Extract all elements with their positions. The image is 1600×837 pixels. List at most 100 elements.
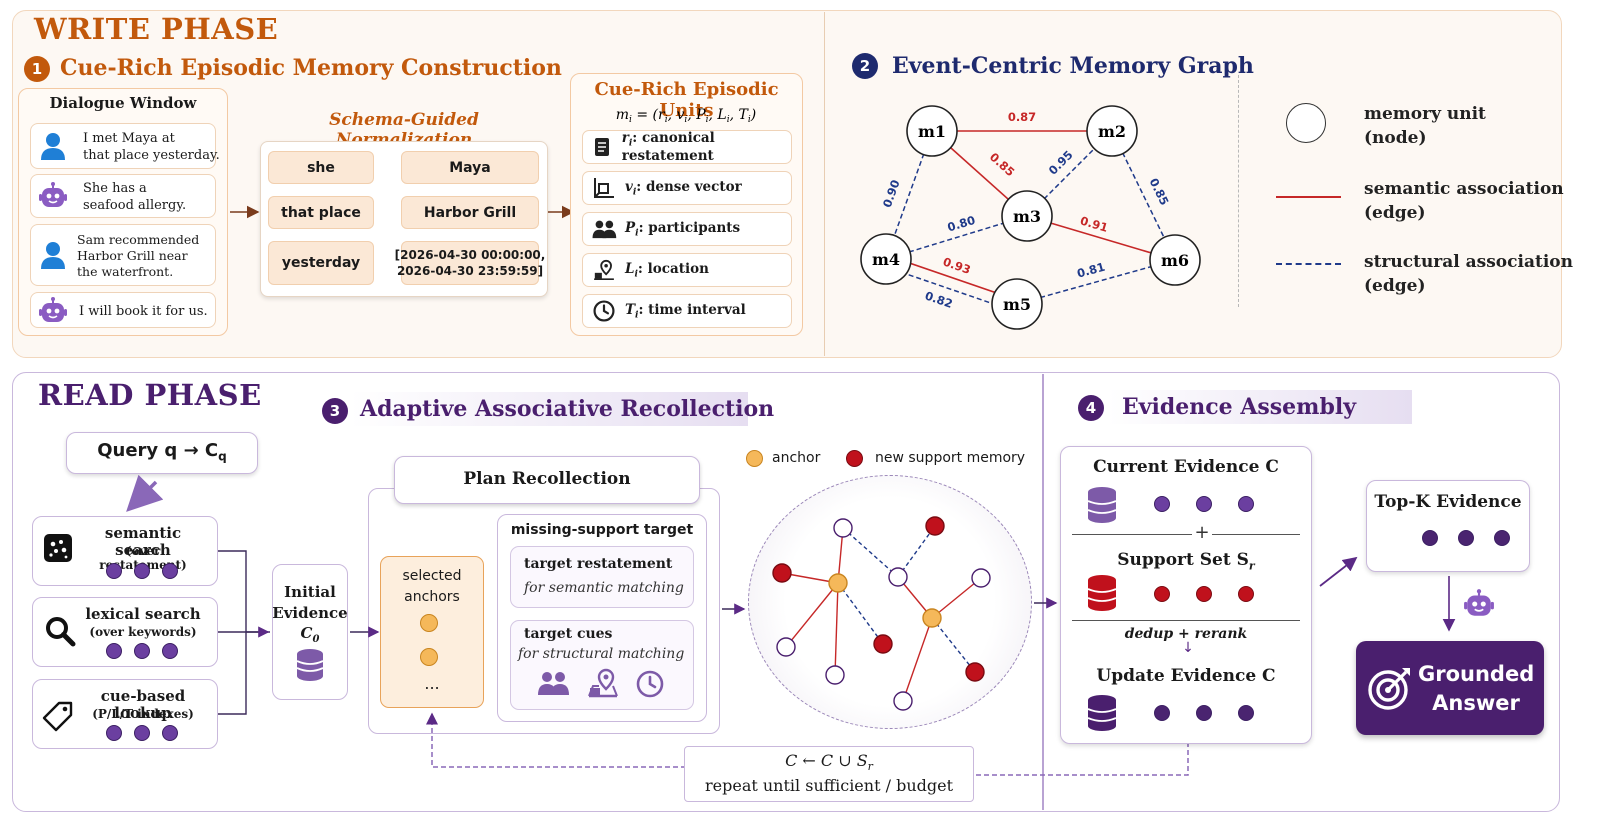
dialogue-bubble-4: I will book it for us.: [30, 292, 216, 328]
section-3-title-bg: [350, 392, 748, 426]
unit-desc: : canonical restatement: [621, 129, 715, 165]
read-phase-divider: [1042, 374, 1044, 810]
recollection-graph: [772, 516, 991, 711]
legend-anchor-dot: [746, 450, 763, 467]
memory-node-m2: [1086, 105, 1138, 157]
initial-evidence-label: Initial Evidence: [272, 583, 348, 622]
target-restatement-box: [510, 546, 694, 608]
legend-node-circle: [1286, 103, 1326, 143]
recall-node-plain: [971, 568, 991, 588]
anchor-dot-1: [420, 614, 438, 632]
loop-formula-text: C ← C ∪ S: [785, 751, 868, 770]
recall-edge-a1-w4: [785, 582, 839, 648]
semantic-search-title: semantic search: [104, 524, 182, 559]
mapping-to-1: Maya: [401, 151, 539, 184]
dialogue-text-4: I will book it for us.: [79, 304, 208, 319]
recall-node-anchor: [828, 573, 848, 593]
document-icon: [589, 136, 616, 158]
unit-label: Ti: time interval: [625, 302, 746, 321]
query-box: [66, 432, 258, 474]
recall-edge-a1-r3: [837, 582, 884, 645]
units-formula-svg: mi = (ri, vi, Pi, Li, Ti): [616, 107, 756, 125]
evidence-plus: +: [1192, 522, 1212, 543]
evidence-divider-2: [1072, 620, 1300, 621]
legend-new-support-label: new support memory: [875, 450, 1026, 466]
clock-icon: [636, 670, 664, 702]
memory-node-label-m3: m3: [1013, 207, 1041, 226]
robot-avatar-icon: [38, 181, 68, 215]
unit-subscript: i: [635, 310, 639, 321]
structural-weight-m1-m4: 0.90: [880, 178, 903, 209]
user-avatar-icon: [39, 131, 67, 165]
units-formula: mi = (ri, vi, Pi, Li, Ti): [570, 104, 803, 128]
query-sub: q: [218, 449, 227, 464]
recall-node-plain: [888, 567, 908, 587]
unit-symbol: L: [625, 260, 635, 277]
recall-edge-a2-w6: [902, 617, 933, 702]
initial-sub: 0: [312, 634, 320, 645]
section-3-badge: 3: [322, 398, 348, 424]
legend-structural-line: [1276, 263, 1341, 265]
legend-semantic-line: [1276, 196, 1341, 198]
loop-box: [684, 746, 974, 802]
dedup-arrow-icon: ↓: [1182, 640, 1194, 656]
unit-subscript: i: [632, 187, 637, 198]
mapping-from-1: she: [268, 151, 374, 184]
memory-node-label-m6: m6: [1161, 251, 1189, 270]
target-restatement-title: target restatement: [524, 556, 673, 572]
current-evidence-title: Current Evidence C: [1060, 457, 1312, 477]
legend-new-support-dot: [846, 450, 863, 467]
section-1-badge: 1: [24, 56, 50, 82]
unit-row-t: Ti: time interval: [582, 294, 792, 328]
mapping-from-3: yesterday: [268, 241, 374, 285]
recall-edge-w1-w2: [842, 527, 899, 578]
dialogue-window-title: Dialogue Window: [49, 94, 197, 112]
grounded-answer-label: Grounded Answer: [1418, 662, 1535, 715]
recall-node-plain: [833, 518, 853, 538]
cue-lookup-sub: (P/L/T indexes): [92, 707, 194, 721]
recall-edge-w2-r2: [897, 525, 936, 578]
update-evidence-dots: [1148, 705, 1260, 725]
user-avatar-icon: [39, 240, 67, 274]
section-4-badge: 4: [1078, 395, 1104, 421]
units-formula-text: mi = (ri, vi, Pi, Li, Ti): [616, 107, 756, 124]
loop-line-left: [426, 712, 686, 768]
topk-box: [1366, 480, 1530, 572]
clock-icon: [589, 300, 619, 322]
legend-node-text: memory unit (node): [1364, 104, 1486, 148]
memory-node-m3: [1001, 190, 1053, 242]
tag-icon: [42, 700, 74, 736]
unit-desc: : dense vector: [636, 178, 742, 195]
legend-anchor-label: anchor: [772, 450, 821, 466]
selected-anchors-label: selected anchors: [402, 568, 462, 605]
memory-node-label-m1: m1: [918, 122, 946, 141]
unit-label: ri: canonical restatement: [622, 130, 791, 165]
recall-node-anchor: [922, 608, 942, 628]
anchors-ellipsis: ...: [424, 674, 440, 693]
section-2-badge: 2: [852, 53, 878, 79]
memory-node-m4: [860, 233, 912, 285]
arrow-query-down: [126, 474, 164, 512]
query-text: Query q → Cq: [66, 440, 258, 464]
plan-recollection-header: [394, 456, 700, 504]
memory-node-m1: [906, 105, 958, 157]
structural-weight-m4-m5: 0.82: [923, 288, 954, 310]
semantic-search-results: [100, 563, 184, 583]
mapping-to-3: [2026-04-30 00:00:00, 2026-04-30 23:59:5…: [395, 241, 545, 285]
cue-lookup-results: [100, 725, 184, 745]
target-restatement-sub: for semantic matching: [524, 580, 684, 596]
recall-edge-a1-w5: [834, 582, 839, 676]
lexical-search-title: lexical search: [85, 605, 201, 623]
support-set-sub: r: [1248, 559, 1255, 573]
dialogue-text-3: Sam recommended Harbor Grill near the wa…: [77, 232, 200, 279]
semantic-weight-m1-m2: 0.87: [1008, 110, 1036, 124]
unit-label: Li: location: [625, 261, 709, 280]
update-evidence-title: Update Evidence C: [1096, 666, 1276, 686]
legend-divider: [1238, 75, 1239, 307]
mapping-from-2: that place: [268, 196, 374, 229]
current-evidence-text: Current Evidence C: [1093, 457, 1279, 477]
legend-semantic-text: semantic association (edge): [1364, 179, 1564, 223]
vector-axis-icon: [589, 176, 619, 200]
lexical-search-sub: (over keywords): [89, 625, 197, 639]
evidence-divider-1: [1072, 534, 1300, 535]
